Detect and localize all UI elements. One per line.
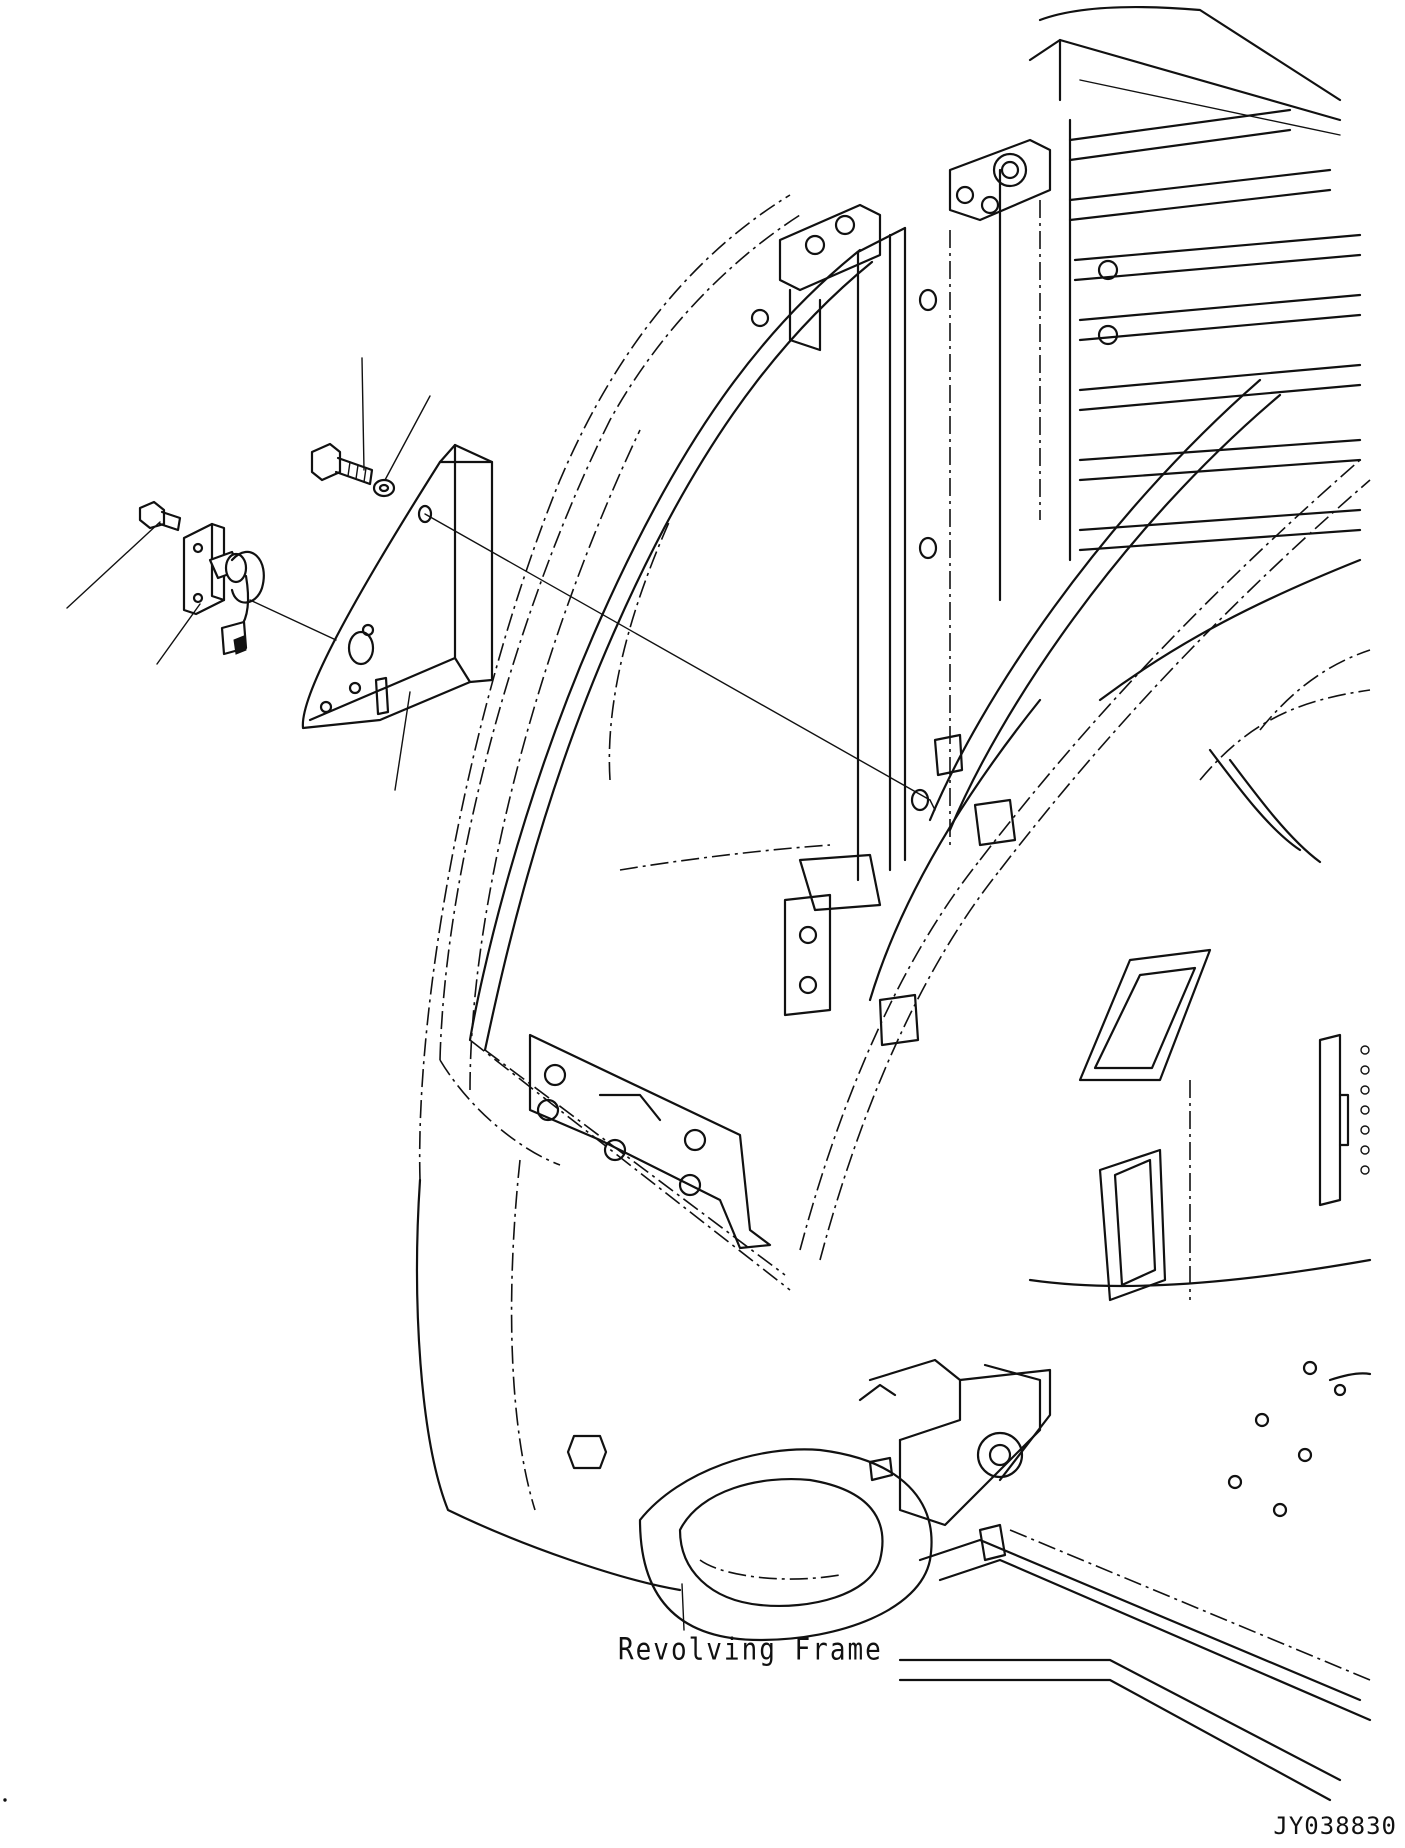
revolving-frame-label: Revolving Frame <box>618 1633 883 1668</box>
assembly-lines <box>249 513 936 811</box>
drawing-number: JY038830 <box>1273 1812 1397 1840</box>
callout-leaders <box>66 357 685 1631</box>
window-frame <box>468 248 874 1291</box>
rear-grille <box>998 5 1362 602</box>
top-hinge-bracket <box>750 138 1052 352</box>
revolving-frame <box>638 1358 1372 1802</box>
door-hinge-lower <box>783 798 1017 1047</box>
front-pillar <box>856 226 964 882</box>
bolt-upper <box>310 442 396 498</box>
sill-plate <box>528 1033 772 1250</box>
side-handrail <box>799 378 1371 1261</box>
mounting-bracket <box>301 443 494 730</box>
switch-assembly <box>182 522 265 656</box>
cab-shell <box>415 194 801 1592</box>
bolt-left <box>138 500 182 532</box>
drawing-mark <box>3 1798 7 1802</box>
side-panel-details <box>1028 649 1372 1302</box>
